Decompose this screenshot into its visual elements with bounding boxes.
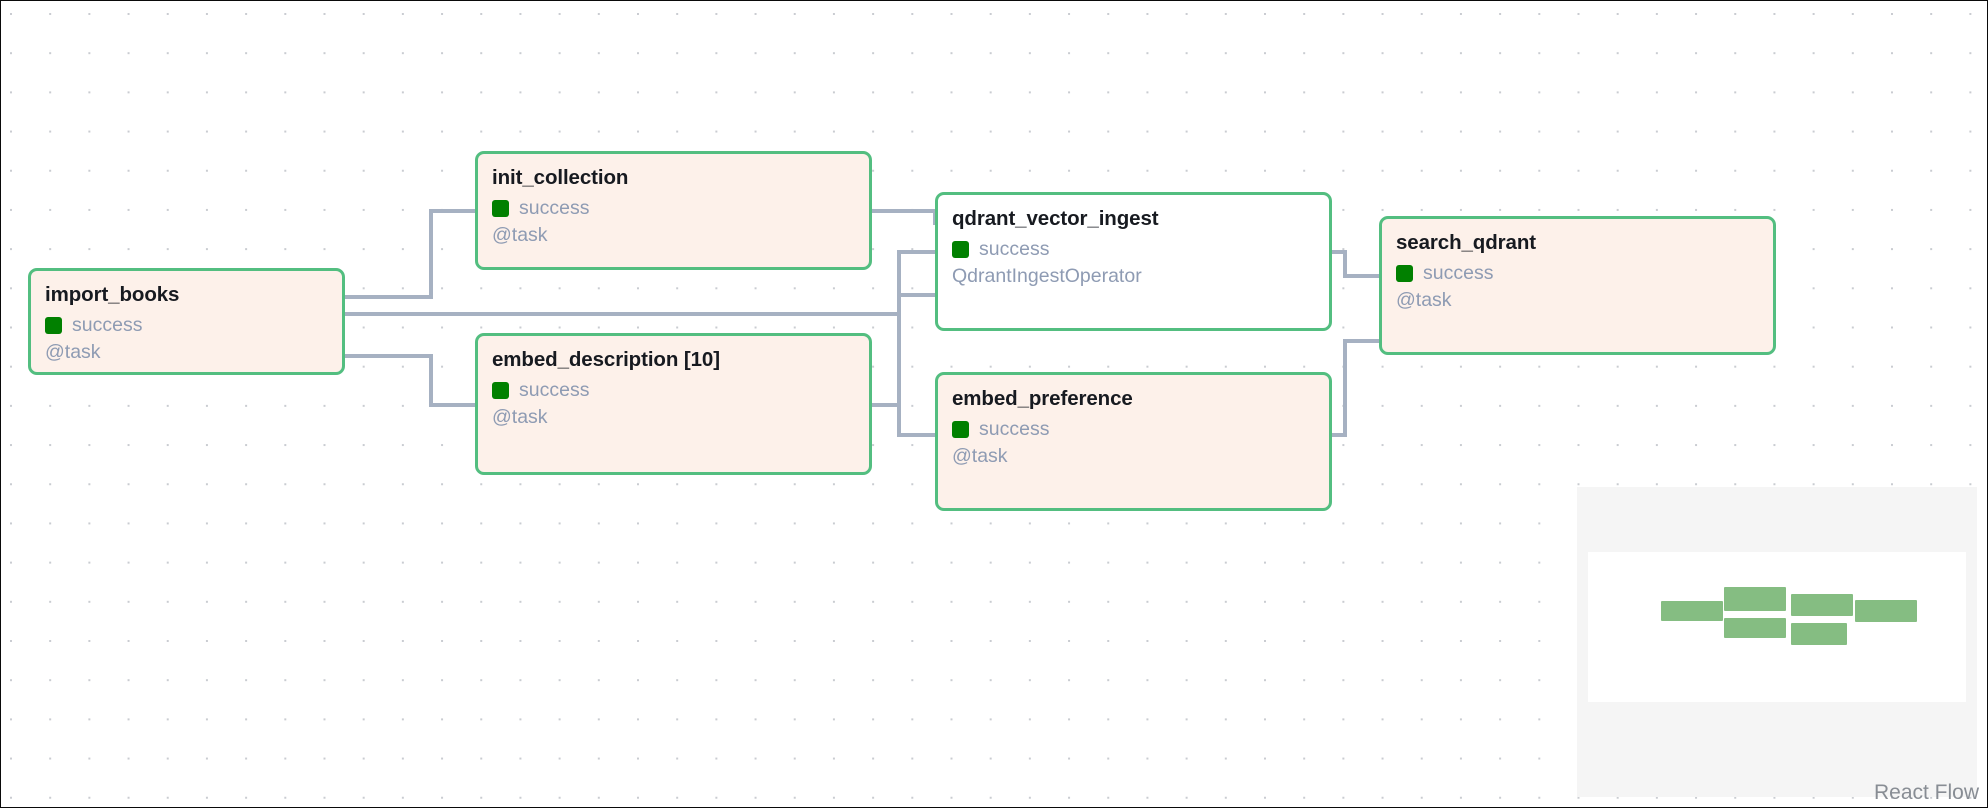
edge-init-collection-to-qdrant-vector-ingest — [872, 209, 937, 225]
node-status: success — [952, 237, 1315, 260]
node-title: import_books — [45, 283, 180, 306]
node-kind-label: @task — [952, 445, 1008, 468]
status-swatch-icon — [1396, 264, 1413, 282]
edge-qdrant-vector-ingest-to-search-qdrant — [1332, 250, 1379, 278]
edge-import-books-to-init-collection — [345, 209, 475, 299]
node-kind-label: QdrantIngestOperator — [952, 265, 1142, 288]
edge-embed-preference-to-search-qdrant — [1332, 339, 1379, 437]
status-swatch-icon — [492, 199, 509, 217]
node-title: qdrant_vector_ingest — [952, 207, 1159, 230]
node-status: success — [492, 196, 855, 219]
react-flow-attribution[interactable]: React Flow — [1873, 781, 1979, 804]
node-status-label: success — [72, 313, 143, 336]
minimap-node-init-collection — [1724, 587, 1786, 611]
minimap-node-search-qdrant — [1855, 600, 1917, 622]
node-status: success — [492, 378, 855, 401]
status-swatch-icon — [492, 381, 509, 399]
node-status-label: success — [519, 196, 590, 219]
graph-node-search-qdrant[interactable]: search_qdrant success @task — [1379, 216, 1776, 355]
minimap-node-qdrant-vector-ingest — [1791, 594, 1853, 616]
node-status: success — [952, 417, 1315, 440]
edge-embed-description-to-qdrant-vector-ingest — [872, 293, 935, 407]
minimap-node-embed-preference — [1791, 623, 1847, 645]
graph-node-qdrant-vector-ingest[interactable]: qdrant_vector_ingest success QdrantInges… — [935, 192, 1332, 331]
node-status-label: success — [519, 378, 590, 401]
node-title: search_qdrant — [1396, 231, 1536, 254]
node-title: embed_preference — [952, 387, 1133, 410]
node-status-label: success — [1423, 261, 1494, 284]
node-title: embed_description [10] — [492, 348, 720, 371]
minimap-node-import-books — [1661, 601, 1723, 621]
node-status: success — [45, 313, 328, 336]
edge-import-books-to-embed-description — [345, 354, 475, 407]
status-swatch-icon — [45, 316, 62, 334]
node-title: init_collection — [492, 166, 629, 189]
graph-node-embed-preference[interactable]: embed_preference success @task — [935, 372, 1332, 511]
node-status-label: success — [979, 237, 1050, 260]
node-kind-label: @task — [1396, 289, 1452, 312]
minimap[interactable] — [1577, 487, 1977, 797]
node-status-label: success — [979, 417, 1050, 440]
node-kind-label: @task — [45, 341, 101, 364]
status-swatch-icon — [952, 420, 969, 438]
edge-embed-description-to-embed-preference — [872, 403, 935, 437]
graph-node-init-collection[interactable]: init_collection success @task — [475, 151, 872, 270]
node-status: success — [1396, 261, 1759, 284]
minimap-node-embed-description — [1724, 618, 1786, 638]
node-kind-label: @task — [492, 406, 548, 429]
status-swatch-icon — [952, 240, 969, 258]
node-kind-label: @task — [492, 224, 548, 247]
graph-node-embed-description[interactable]: embed_description [10] success @task — [475, 333, 872, 475]
graph-node-import-books[interactable]: import_books success @task — [28, 268, 345, 375]
